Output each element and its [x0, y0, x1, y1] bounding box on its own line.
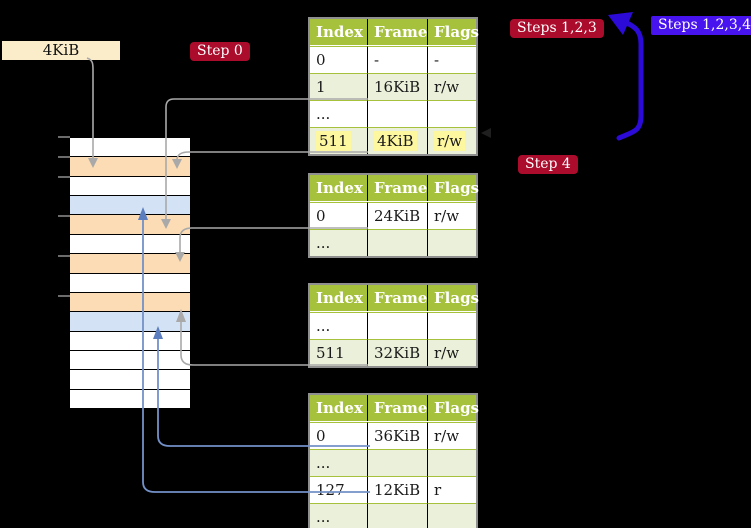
table-cell: 0	[310, 202, 368, 229]
memory-address-tick-marks	[58, 136, 70, 297]
page-size-label: 4KiB	[2, 41, 120, 60]
column-header-index: Index	[310, 19, 368, 45]
table-cell-highlighted: 4KiB	[368, 127, 428, 154]
table-cell: ...	[310, 312, 368, 339]
table-cell: r/w	[428, 422, 476, 449]
memory-row	[70, 312, 190, 332]
recursive-loop-arrow	[608, 12, 644, 141]
column-header-frame: Frame	[368, 285, 428, 311]
table-cell: ...	[310, 503, 368, 528]
memory-row	[70, 138, 190, 158]
table-cell	[368, 229, 428, 256]
memory-row	[70, 389, 190, 410]
memory-row	[70, 292, 190, 313]
table-cell: ...	[310, 449, 368, 476]
table-cell: 1	[310, 73, 368, 100]
table-cell: 511	[310, 339, 368, 366]
table-cell	[368, 312, 428, 339]
column-header-index: Index	[310, 285, 368, 311]
table-cell	[428, 503, 476, 528]
table-cell: 24KiB	[368, 202, 428, 229]
table-cell: -	[368, 46, 428, 73]
memory-row	[70, 215, 190, 235]
column-header-frame: Frame	[368, 175, 428, 201]
table-cell: 36KiB	[368, 422, 428, 449]
column-header-flags: Flags	[428, 395, 479, 421]
column-header-flags: Flags	[428, 175, 479, 201]
memory-row	[70, 157, 190, 177]
physical-memory-column	[70, 137, 190, 410]
table-cell: 0	[310, 422, 368, 449]
table-cell: ...	[310, 100, 368, 127]
highlight-mark: 4KiB	[374, 131, 417, 151]
memory-row	[70, 196, 190, 216]
memory-row	[70, 331, 190, 351]
step-4-badge: Step 4	[518, 155, 578, 174]
table-cell	[428, 229, 476, 256]
highlight-mark: 511	[316, 131, 351, 151]
table-cell	[368, 449, 428, 476]
memory-row	[70, 350, 190, 371]
memory-row	[70, 370, 190, 390]
memory-row	[70, 176, 190, 197]
table-cell	[428, 312, 476, 339]
table-cell: 0	[310, 46, 368, 73]
memory-row	[70, 234, 190, 255]
table-cell: 127	[310, 476, 368, 503]
page-table-level-2: Index Frame Flags ... 511 32KiB r/w	[308, 283, 479, 368]
table-cell: 32KiB	[368, 339, 428, 366]
memory-row	[70, 273, 190, 293]
recursive-entry-arrowhead	[481, 128, 491, 138]
memory-row	[70, 254, 190, 274]
table-cell: 16KiB	[368, 73, 428, 100]
steps-1234-badge: Steps 1,2,3,4	[651, 16, 751, 35]
table-cell: ...	[310, 229, 368, 256]
column-header-index: Index	[310, 175, 368, 201]
table-cell: 12KiB	[368, 476, 428, 503]
column-header-flags: Flags	[428, 285, 479, 311]
page-table-level-4: Index Frame Flags 0 - - 1 16KiB r/w ... …	[308, 17, 479, 156]
highlight-mark: r/w	[434, 131, 466, 151]
table-cell	[428, 449, 476, 476]
table-cell: r/w	[428, 73, 476, 100]
column-header-index: Index	[310, 395, 368, 421]
table-cell: r/w	[428, 202, 476, 229]
table-cell: -	[428, 46, 476, 73]
table-cell-highlighted: r/w	[428, 127, 476, 154]
table-cell-highlighted: 511	[310, 127, 368, 154]
page-table-level-3: Index Frame Flags 0 24KiB r/w ...	[308, 173, 479, 258]
column-header-frame: Frame	[368, 395, 428, 421]
table-cell	[368, 100, 428, 127]
table-cell: r	[428, 476, 476, 503]
table-cell	[368, 503, 428, 528]
table-cell: r/w	[428, 339, 476, 366]
step-0-badge: Step 0	[190, 42, 250, 61]
page-table-level-1: Index Frame Flags 0 36KiB r/w ... 127 12…	[308, 393, 479, 528]
column-header-flags: Flags	[428, 19, 479, 45]
table-cell	[428, 100, 476, 127]
steps-123-badge: Steps 1,2,3	[510, 19, 604, 38]
column-header-frame: Frame	[368, 19, 428, 45]
